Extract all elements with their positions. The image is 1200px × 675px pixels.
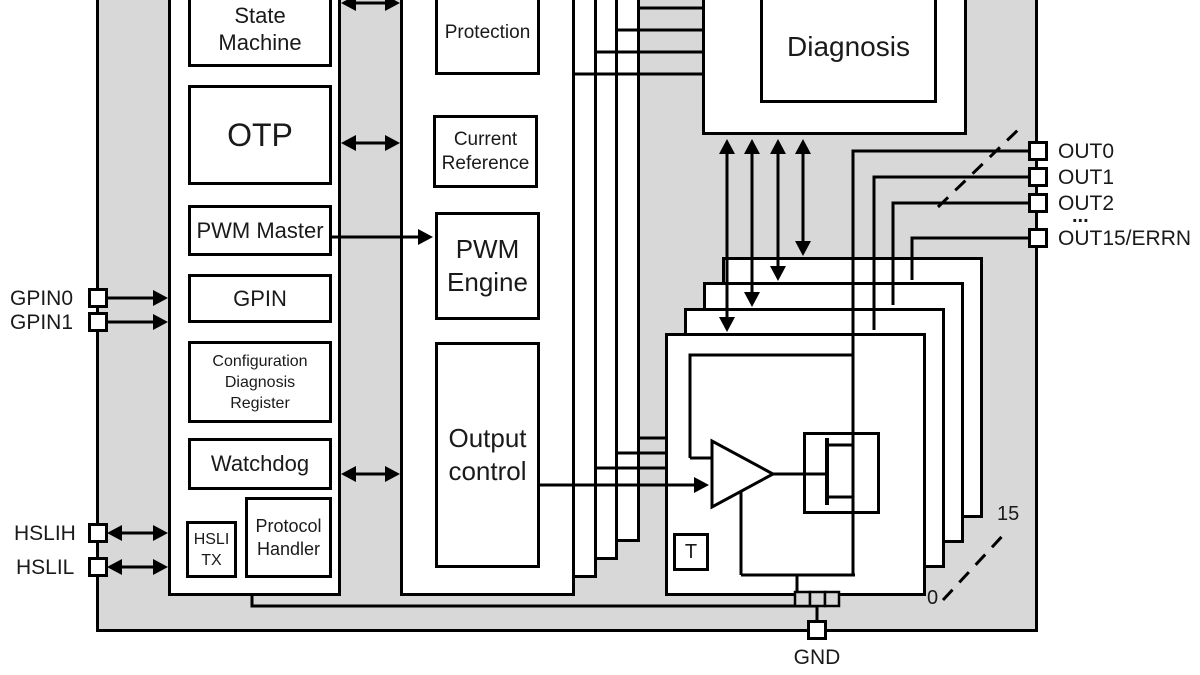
pin-out0-square [1028, 141, 1048, 161]
block-state-machine: State Machine [188, 0, 332, 67]
block-config-register: Configuration Diagnosis Register [188, 341, 332, 423]
block-pwm-master-label: PWM Master [196, 217, 324, 243]
block-protocol-handler: Protocol Handler [245, 497, 332, 578]
pin-out2-label: OUT2 [1058, 192, 1115, 215]
pin-gnd-label: GND [793, 646, 841, 669]
block-protocol-handler-label: Protocol Handler [255, 515, 322, 559]
block-state-machine-label: State Machine [218, 3, 302, 55]
pin-gpin1-label: GPIN1 [10, 311, 74, 334]
pin-out1-label: OUT1 [1058, 166, 1115, 189]
block-gpin: GPIN [188, 274, 332, 323]
pin-hslil-square [88, 557, 108, 577]
block-current-reference-label: Current Reference [441, 128, 530, 174]
block-watchdog: Watchdog [188, 438, 332, 490]
block-protection-label: Protection [444, 22, 531, 43]
block-protection: Protection [435, 0, 540, 75]
channel-index-0: 0 [927, 587, 939, 609]
block-watchdog-label: Watchdog [210, 451, 310, 476]
pin-out15-square [1028, 228, 1048, 248]
pin-hslil-label: HSLIL [16, 556, 75, 579]
pin-hslih-square [88, 523, 108, 543]
channel-index-15: 15 [997, 503, 1020, 525]
pin-out1-square [1028, 167, 1048, 187]
block-pwm-engine-label: PWM Engine [447, 234, 528, 297]
mosfet-box [803, 432, 880, 514]
block-otp: OTP [188, 85, 332, 185]
pin-gpin0-square [88, 288, 108, 308]
pin-hslih-label: HSLIH [14, 522, 76, 545]
block-hsli-tx-label: HSLI TX [193, 530, 230, 569]
block-config-register-label: Configuration Diagnosis Register [212, 352, 308, 412]
pin-out-ellipsis: ... [1072, 205, 1089, 227]
block-otp-label: OTP [227, 116, 293, 153]
block-current-reference: Current Reference [433, 115, 538, 188]
block-output-control: Output control [435, 342, 540, 568]
temp-sensor-box: T [673, 533, 709, 571]
pin-gnd-square [807, 620, 827, 640]
temp-sensor-label: T [684, 540, 698, 563]
block-pwm-master: PWM Master [188, 205, 332, 256]
block-hsli-tx: HSLI TX [186, 521, 237, 578]
pin-gpin0-label: GPIN0 [10, 287, 74, 310]
block-diagnosis-label: Diagnosis [787, 31, 910, 62]
pin-gpin1-square [88, 312, 108, 332]
block-diagnosis: Diagnosis [760, 0, 937, 103]
pin-out2-square [1028, 193, 1048, 213]
block-output-control-label: Output control [448, 423, 527, 486]
block-gpin-label: GPIN [233, 285, 287, 311]
block-pwm-engine: PWM Engine [435, 212, 540, 320]
pin-out15-label: OUT15/ERRN [1058, 227, 1192, 250]
pin-out0-label: OUT0 [1058, 140, 1115, 163]
